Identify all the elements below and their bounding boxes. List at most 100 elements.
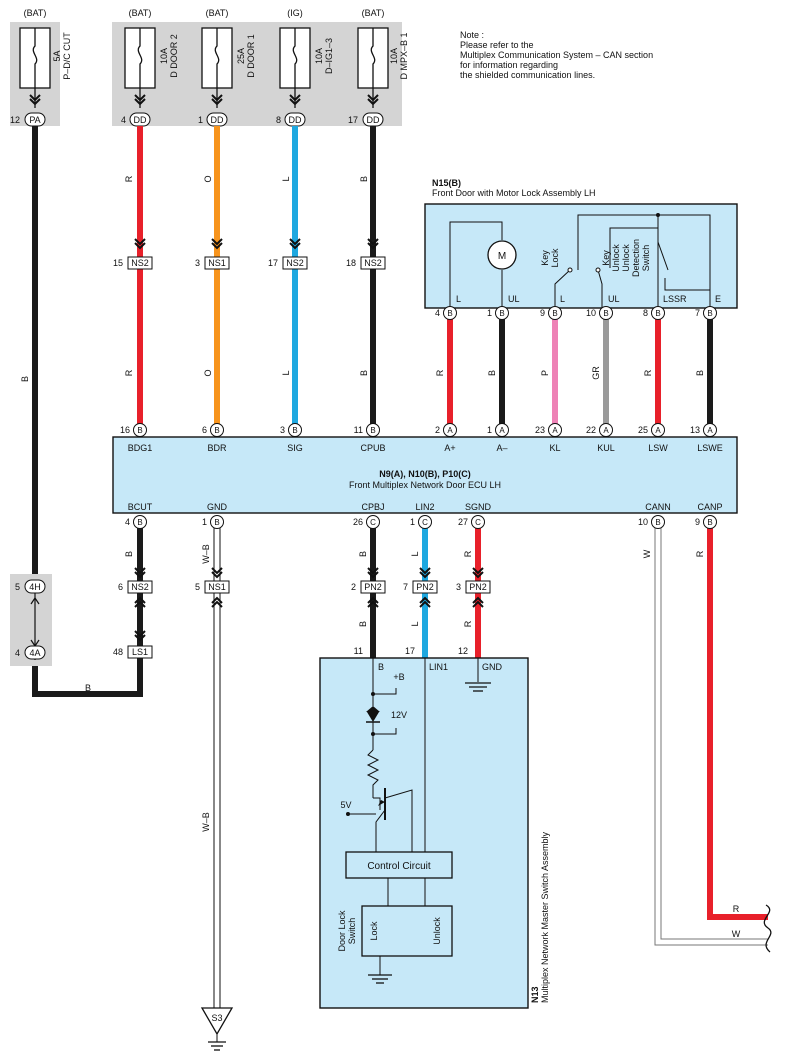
svg-text:NS2: NS2 [131, 258, 149, 268]
junction-connector [204, 256, 230, 270]
fuse-pin: 1 [198, 115, 203, 125]
svg-text:BDG1: BDG1 [128, 443, 153, 453]
svg-text:KL: KL [549, 443, 560, 453]
svg-text:B: B [655, 309, 660, 318]
svg-text:1: 1 [487, 308, 492, 318]
svg-text:L: L [281, 370, 291, 375]
svg-text:25: 25 [638, 425, 648, 435]
door-lock-internals [449, 214, 711, 308]
svg-text:Please refer to the: Please refer to the [460, 40, 534, 50]
svg-text:SGND: SGND [465, 502, 492, 512]
svg-text:for information regarding: for information regarding [460, 60, 558, 70]
svg-text:PN2: PN2 [469, 582, 487, 592]
upper-junctions: NS2 15 NS1 3 NS2 17 NS2 18 [113, 238, 386, 270]
svg-text:18: 18 [346, 258, 356, 268]
svg-text:L: L [281, 176, 291, 181]
gnd-wire [213, 527, 221, 1008]
svg-text:R: R [435, 369, 445, 376]
svg-text:DD: DD [134, 115, 147, 125]
door-lock-name: Front Door with Motor Lock Assembly LH [432, 188, 596, 198]
svg-text:15: 15 [113, 258, 123, 268]
door-lock-pin-connectors: B4 B1 B9 B10 B8 B7 [435, 306, 717, 320]
svg-text:CANN: CANN [645, 502, 671, 512]
svg-text:LIN2: LIN2 [415, 502, 434, 512]
svg-text:9: 9 [540, 308, 545, 318]
svg-text:Key: Key [601, 250, 611, 266]
svg-text:SIG: SIG [287, 443, 303, 453]
svg-text:C: C [370, 518, 376, 527]
note-block: Note : Please refer to the Multiplex Com… [460, 30, 653, 80]
fuse-rating: 10A [314, 48, 324, 64]
svg-text:O: O [203, 175, 213, 182]
door-lock-code: N15(B) [432, 178, 461, 188]
svg-text:GND: GND [207, 502, 228, 512]
svg-text:Key: Key [540, 250, 550, 266]
svg-text:Switch: Switch [641, 245, 651, 272]
svg-text:12V: 12V [391, 710, 407, 720]
motor-symbol [487, 240, 517, 270]
svg-text:3: 3 [195, 258, 200, 268]
svg-text:9: 9 [695, 517, 700, 527]
svg-text:B: B [447, 309, 452, 318]
svg-text:W: W [642, 549, 652, 558]
svg-text:GR: GR [591, 366, 601, 380]
svg-text:17: 17 [405, 646, 415, 656]
svg-text:UL: UL [608, 294, 620, 304]
svg-text:R: R [463, 550, 473, 557]
svg-text:A–: A– [496, 443, 507, 453]
svg-text:8: 8 [643, 308, 648, 318]
svg-text:NS2: NS2 [286, 258, 304, 268]
svg-text:B: B [20, 376, 30, 382]
fuse-rating: 10A [389, 48, 399, 64]
fuse-rating: 5A [52, 50, 62, 61]
svg-text:B: B [359, 176, 369, 182]
svg-text:Unlock: Unlock [621, 244, 631, 272]
svg-text:4: 4 [125, 517, 130, 527]
svg-text:UL: UL [508, 294, 520, 304]
svg-text:2: 2 [351, 582, 356, 592]
door-lock-wire-labels: R B P GR R B [435, 366, 705, 380]
svg-text:NS2: NS2 [131, 582, 149, 592]
svg-text:B: B [603, 309, 608, 318]
svg-text:B: B [370, 426, 375, 435]
svg-text:N13: N13 [530, 986, 540, 1003]
ecu-name: Front Multiplex Network Door ECU LH [349, 480, 501, 490]
svg-text:A: A [603, 426, 609, 435]
svg-text:B: B [378, 662, 384, 672]
svg-text:O: O [203, 369, 213, 376]
svg-text:R: R [463, 620, 473, 627]
svg-text:B: B [358, 621, 368, 627]
svg-text:A: A [655, 426, 661, 435]
fuse-pin: 12 [10, 115, 20, 125]
svg-text:11: 11 [354, 646, 363, 656]
svg-text:LS1: LS1 [132, 647, 148, 657]
svg-text:48: 48 [113, 647, 123, 657]
ecu-box [112, 436, 738, 514]
svg-text:PN2: PN2 [416, 582, 434, 592]
fuse-pin: 8 [276, 115, 281, 125]
fuse-rating: 25A [236, 48, 246, 64]
svg-text:B: B [214, 426, 219, 435]
svg-text:3: 3 [456, 582, 461, 592]
fuse-name: D DOOR 2 [169, 34, 179, 78]
svg-text:P: P [540, 370, 550, 376]
svg-text:B: B [707, 518, 712, 527]
fuse-rating: 10A [159, 48, 169, 64]
svg-text:Detection: Detection [631, 239, 641, 277]
svg-text:L: L [560, 294, 565, 304]
svg-text:LSWE: LSWE [697, 443, 723, 453]
svg-text:B: B [358, 551, 368, 557]
svg-text:B: B [552, 309, 557, 318]
svg-text:6: 6 [202, 425, 207, 435]
fuse-name: D–IG1–3 [324, 38, 334, 74]
svg-text:C: C [422, 518, 428, 527]
junction-connector [282, 256, 308, 270]
svg-text:BDR: BDR [207, 443, 227, 453]
control-circuit [345, 851, 453, 879]
svg-text:4: 4 [435, 308, 440, 318]
svg-text:LSSR: LSSR [663, 294, 687, 304]
svg-text:CPBJ: CPBJ [361, 502, 384, 512]
upper-wires [137, 126, 376, 424]
